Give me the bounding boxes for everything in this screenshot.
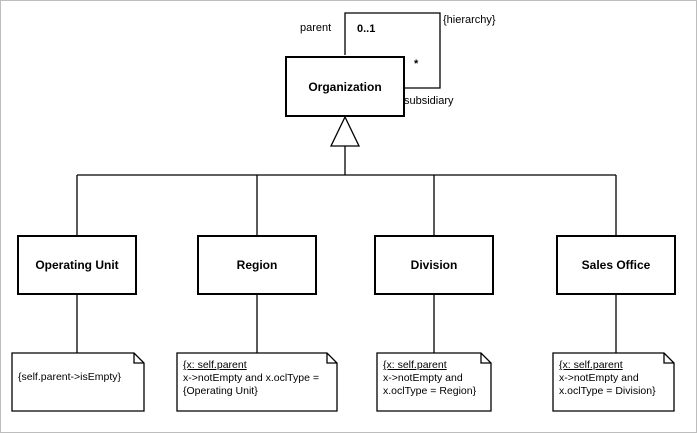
note-shape-1 [11,352,145,412]
note-header: {x: self.parent [183,359,247,371]
class-region-name: Region [236,258,278,272]
constraint-note-region: {x: self.parent x->notEmpty and x.oclTyp… [177,353,337,398]
class-division-name: Division [410,258,458,272]
note-text: x.oclType = Region} [383,385,477,397]
note-header: {x: self.parent [559,359,623,371]
multiplicity-parent-label: 0..1 [357,23,376,35]
note-text: x->notEmpty and x.oclType = [183,372,319,384]
note-text: x->notEmpty and [559,372,639,384]
class-operating-unit-name: Operating Unit [35,258,119,272]
note-text: x.oclType = Division} [559,385,656,397]
class-organization-name: Organization [308,79,382,94]
constraint-note-division: {x: self.parent x->notEmpty and x.oclTyp… [377,353,491,398]
role-parent-label: parent [300,22,332,34]
note-shape-4 [552,352,675,412]
note-shape-3 [376,352,492,412]
note-text: {self.parent->isEmpty} [18,371,122,383]
class-region: Region [197,235,317,295]
role-subsidiary-label: subsidiary [404,95,454,107]
hierarchy-constraint-label: {hierarchy} [443,14,496,26]
constraint-note-operating-unit: {self.parent->isEmpty} [12,365,144,384]
class-division: Division [374,235,494,295]
class-organization: Organization [285,56,405,117]
note-text: x->notEmpty and [383,372,463,384]
multiplicity-subsidiary-label: * [414,58,419,70]
note-text: {Operating Unit} [183,385,258,397]
constraint-note-sales-office: {x: self.parent x->notEmpty and x.oclTyp… [553,353,674,398]
note-header: {x: self.parent [383,359,447,371]
note-shape-2 [176,352,338,412]
class-operating-unit: Operating Unit [17,235,137,295]
class-sales-office: Sales Office [556,235,676,295]
self-association-line [344,12,441,89]
class-sales-office-name: Sales Office [581,258,651,272]
